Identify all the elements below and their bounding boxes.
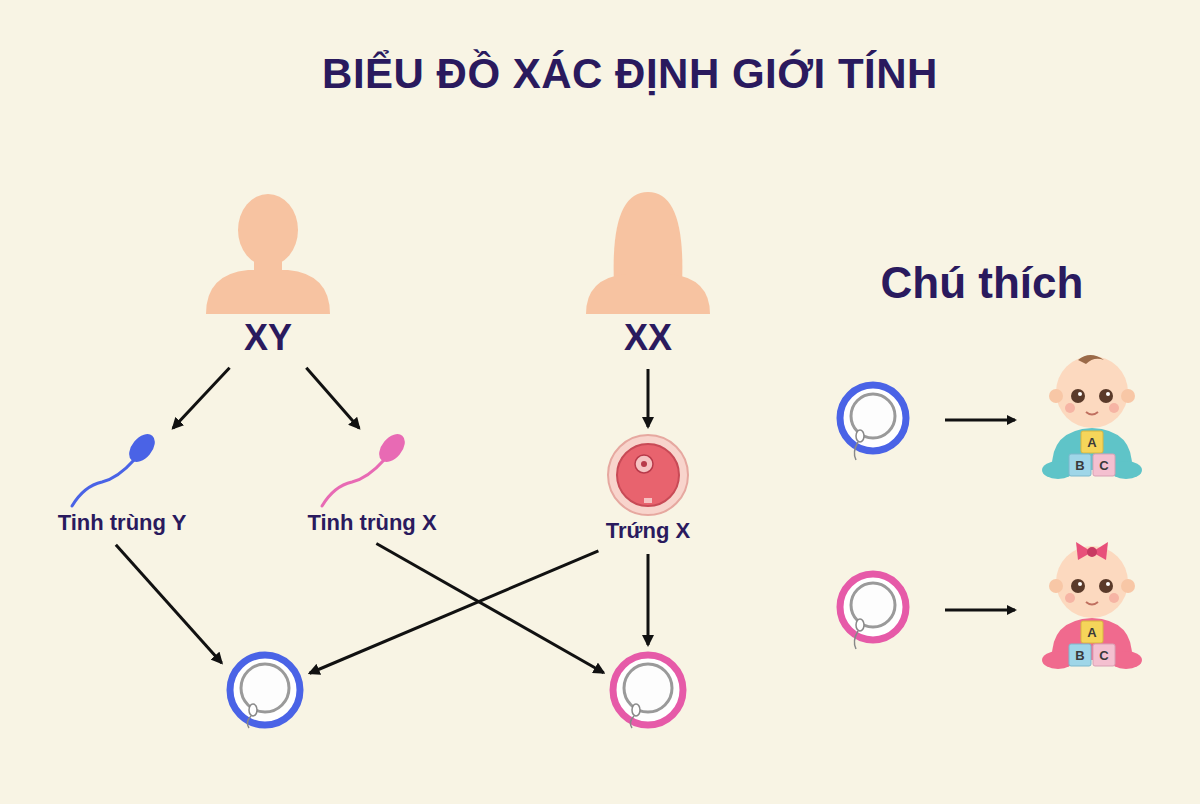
- baby-girl: [1042, 542, 1142, 669]
- zygote-girl-sample: [840, 574, 906, 649]
- sperm-cell: Tinh trùng Y: [27, 432, 217, 541]
- zygote-boy-sample: [840, 385, 906, 460]
- arrow-connector: [647, 369, 650, 427]
- parent-mother: XX: [578, 188, 718, 364]
- arrow-connector: [306, 368, 359, 428]
- legend-arrow: [945, 609, 1015, 612]
- female-art: [578, 188, 718, 316]
- sperm-blue-art: [27, 432, 217, 510]
- egg-art: [573, 432, 723, 518]
- block-letter: C: [1099, 458, 1108, 473]
- zygote-boy: [225, 650, 305, 734]
- zyg-blue-art: [225, 650, 305, 730]
- node-label: Tinh trùng Y: [27, 510, 217, 536]
- node-label: Trứng X: [573, 518, 723, 544]
- diagram-title: BIỂU ĐỒ XÁC ĐỊNH GIỚI TÍNH: [322, 50, 938, 98]
- sperm-pink-art: [277, 432, 467, 510]
- arrow-connector: [173, 368, 230, 429]
- arrow-connector: [310, 551, 599, 673]
- block-letter: C: [1099, 648, 1108, 663]
- block-letter: B: [1075, 648, 1084, 663]
- node-label: XX: [578, 316, 718, 359]
- zygote-girl: [608, 650, 688, 734]
- egg-cell: Trứng X: [573, 432, 723, 549]
- legend-heading: Chú thích: [881, 258, 1084, 308]
- node-label: XY: [198, 316, 338, 359]
- parent-father: XY: [198, 188, 338, 364]
- arrow-connector: [647, 554, 650, 645]
- block-letter: A: [1087, 435, 1096, 450]
- male-art: [198, 188, 338, 316]
- node-label: Tinh trùng X: [277, 510, 467, 536]
- sperm-cell: Tinh trùng X: [277, 432, 467, 541]
- legend-arrow: [945, 419, 1015, 422]
- block-letter: B: [1075, 458, 1084, 473]
- block-letter: A: [1087, 625, 1096, 640]
- arrow-connector: [116, 545, 222, 663]
- baby-boy: [1042, 355, 1142, 479]
- zyg-pink-art: [608, 650, 688, 730]
